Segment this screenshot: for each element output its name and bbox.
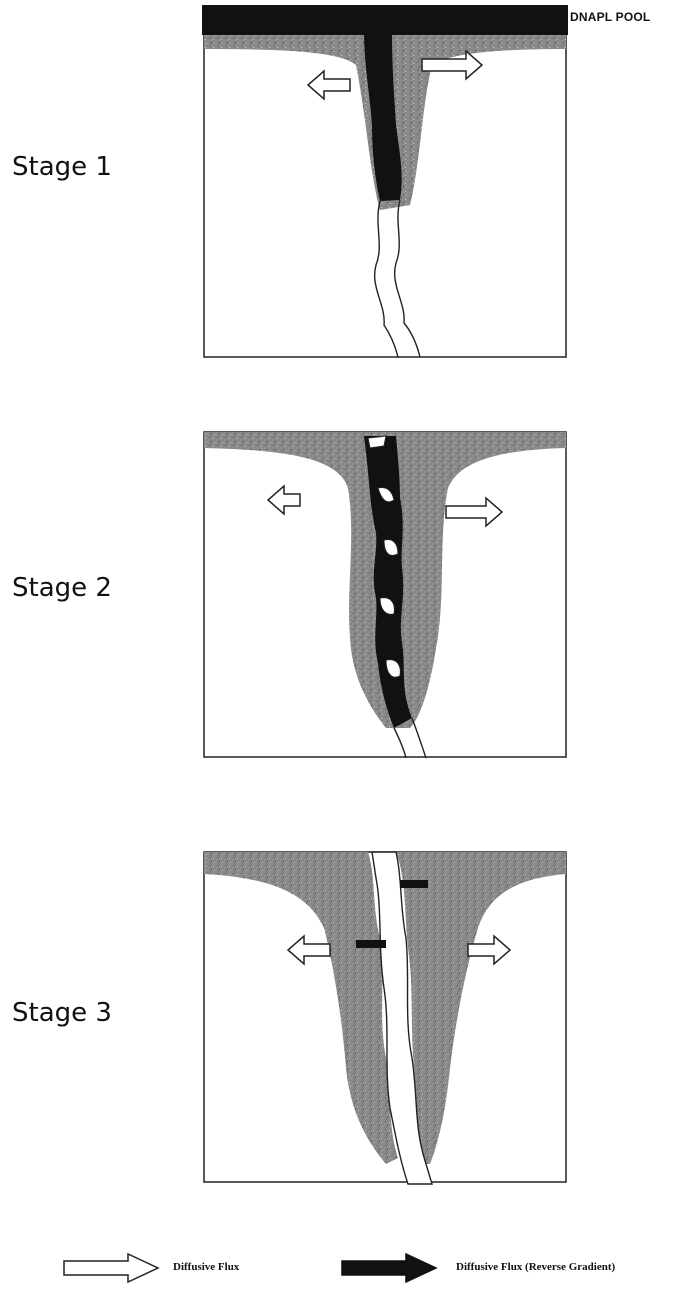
stage-2-label: Stage 2: [12, 573, 112, 603]
stage-3-label: Stage 3: [12, 998, 112, 1028]
stage-3-residual-dnapl-upper: [400, 880, 428, 888]
stage-1-panel: [200, 5, 570, 361]
stage-1-label: Stage 1: [12, 152, 112, 182]
legend-open-arrow-label: Diffusive Flux: [173, 1261, 239, 1273]
stage-2-panel: [200, 428, 570, 763]
stage-3-residual-dnapl-lower: [356, 940, 386, 948]
legend-open-arrow-icon: [62, 1253, 162, 1283]
dnapl-pool-label: DNAPL POOL: [570, 10, 650, 24]
stage-3-panel: [200, 848, 570, 1188]
dnapl-pool: [202, 5, 568, 35]
legend-filled-arrow-label: Diffusive Flux (Reverse Gradient): [456, 1261, 615, 1273]
legend-filled-arrow-icon: [340, 1253, 440, 1283]
